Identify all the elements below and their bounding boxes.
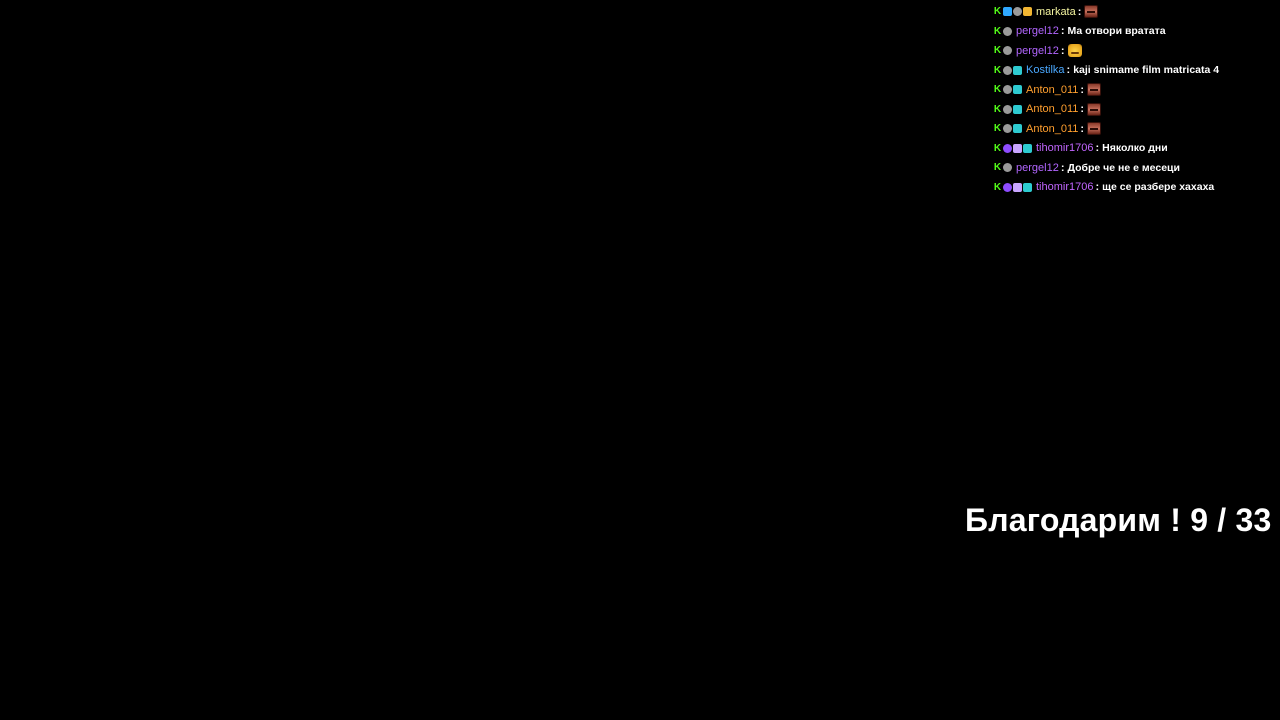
chat-username[interactable]: tihomir1706	[1036, 142, 1094, 155]
face-badge-icon	[1003, 46, 1012, 56]
face-badge-icon	[1003, 124, 1012, 134]
chat-separator: :	[1095, 181, 1100, 194]
face-badge-icon	[1003, 85, 1012, 95]
face-badge-icon	[1013, 7, 1022, 17]
face-badge-icon	[1003, 104, 1012, 114]
grid-badge-icon	[1013, 124, 1022, 134]
grid-badge-icon	[1013, 85, 1022, 95]
face-badge-icon	[1003, 163, 1012, 173]
chat-separator: :	[1095, 142, 1100, 155]
chat-separator: :	[1080, 103, 1085, 116]
chat-username[interactable]: pergel12	[1016, 44, 1059, 57]
kick-badge-icon: K	[993, 162, 1002, 174]
yellow-face-emote-icon	[1067, 44, 1082, 58]
sword-badge-icon	[1013, 182, 1022, 192]
chat-username[interactable]: pergel12	[1016, 25, 1059, 38]
red-face-emote-icon	[1087, 102, 1102, 116]
chat-separator: :	[1066, 64, 1071, 77]
chat-message: K Anton_011:	[993, 80, 1278, 100]
chat-username[interactable]: Kostilka	[1026, 64, 1065, 77]
chat-separator: :	[1060, 25, 1065, 38]
kick-badge-icon: K	[993, 103, 1002, 115]
grid-badge-icon	[1023, 182, 1032, 192]
user-badges: K	[993, 181, 1032, 193]
user-badges: K	[993, 25, 1012, 37]
chat-message-text: Няколко дни	[1102, 142, 1168, 155]
chat-message: K Kostilka:kaji snimame film matricata 4	[993, 61, 1278, 81]
chat-message-text: kaji snimame film matricata 4	[1073, 64, 1220, 77]
kick-badge-icon: K	[993, 25, 1002, 37]
user-badges: K	[993, 103, 1022, 115]
chat-username[interactable]: tihomir1706	[1036, 181, 1094, 194]
chat-username[interactable]: pergel12	[1016, 161, 1059, 174]
user-badges: K	[993, 123, 1022, 135]
user-badges: K	[993, 162, 1012, 174]
red-face-emote-icon	[1087, 122, 1102, 136]
kick-badge-icon: K	[993, 84, 1002, 96]
kick-badge-icon: K	[993, 64, 1002, 76]
user-badges: K	[993, 142, 1032, 154]
chat-username[interactable]: Anton_011	[1026, 83, 1079, 96]
grid-badge-icon	[1013, 104, 1022, 114]
crown-badge-icon	[1023, 7, 1032, 17]
grid-badge-icon	[1013, 65, 1022, 75]
face-badge-icon	[1003, 26, 1012, 36]
chat-message: K Anton_011:	[993, 100, 1278, 120]
thanks-counter: Благодарим ! 9 / 33	[965, 502, 1272, 538]
chat-username[interactable]: markata	[1036, 5, 1076, 18]
face-badge-icon	[1003, 65, 1012, 75]
user-badges: K	[993, 64, 1022, 76]
grid-badge-icon	[1023, 143, 1032, 153]
user-badges: K	[993, 84, 1022, 96]
chat-separator: :	[1080, 122, 1085, 135]
chat-message-text: Добре че не е месеци	[1067, 161, 1180, 174]
chat-separator: :	[1077, 5, 1082, 18]
kick-badge-icon: K	[993, 181, 1002, 193]
chat-message: K Anton_011:	[993, 119, 1278, 139]
user-badges: K	[993, 6, 1032, 18]
chat-separator: :	[1060, 44, 1065, 57]
chat-username[interactable]: Anton_011	[1026, 122, 1079, 135]
chat-message-text: ще се разбере хахаха	[1102, 181, 1215, 194]
sword-badge-icon	[1013, 143, 1022, 153]
kick-badge-icon: K	[993, 6, 1002, 18]
kick-badge-icon: K	[993, 45, 1002, 57]
red-face-emote-icon	[1087, 83, 1102, 97]
chat-username[interactable]: Anton_011	[1026, 103, 1079, 116]
kick-badge-icon: K	[993, 142, 1002, 154]
red-face-emote-icon	[1084, 5, 1099, 19]
shield-badge-icon	[1003, 7, 1012, 17]
chat-separator: :	[1080, 83, 1085, 96]
purple-badge-icon	[1003, 182, 1012, 192]
kick-badge-icon: K	[993, 123, 1002, 135]
user-badges: K	[993, 45, 1012, 57]
chat-message-text: Ма отвори вратата	[1067, 25, 1166, 38]
chat-separator: :	[1060, 161, 1065, 174]
purple-badge-icon	[1003, 143, 1012, 153]
